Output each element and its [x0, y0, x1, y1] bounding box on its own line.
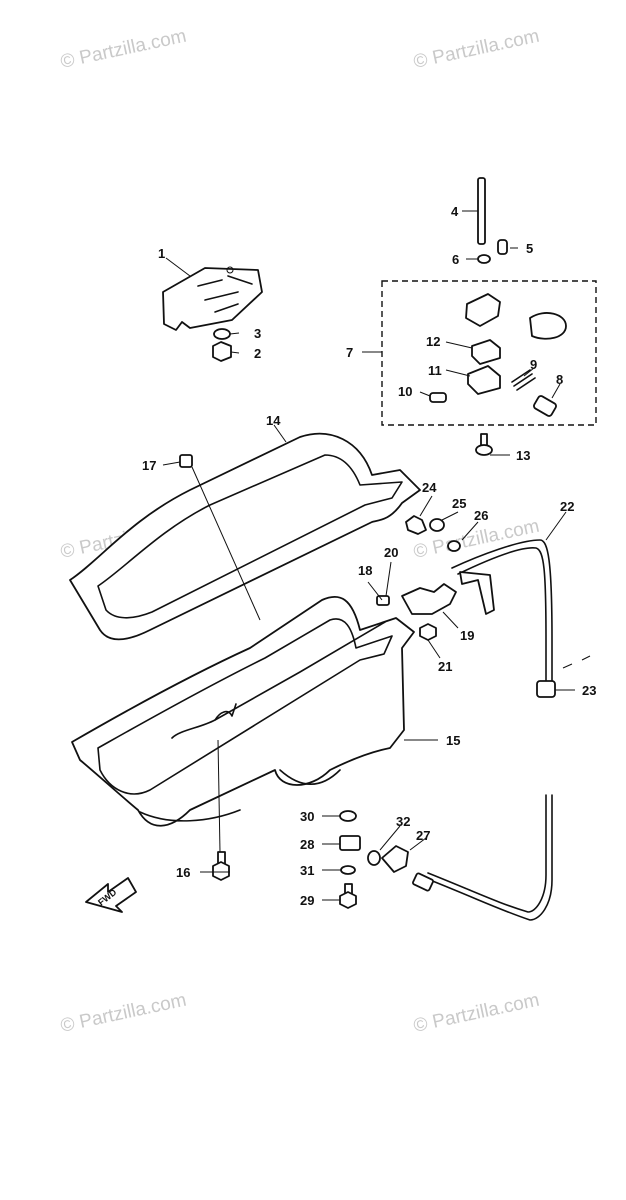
bolt-16-part [212, 851, 230, 881]
callout-22: 22 [560, 499, 574, 514]
callout-27: 27 [416, 828, 430, 843]
hose-22-part [427, 539, 553, 921]
callout-24: 24 [422, 480, 437, 495]
drain-plug-parts [339, 810, 361, 909]
callout-18: 18 [358, 563, 372, 578]
callout-4: 4 [451, 204, 459, 219]
nut-washer-parts [212, 328, 232, 362]
oil-pan-part [71, 595, 415, 827]
bolt-13-part [475, 433, 493, 456]
watermark-bottom-left: © Partzilla.com [59, 990, 189, 1037]
stud-parts [477, 177, 508, 264]
callout-21: 21 [438, 659, 452, 674]
callout-25: 25 [452, 496, 466, 511]
callout-28: 28 [300, 837, 314, 852]
callout-32: 32 [396, 814, 410, 829]
watermark-bottom-right: © Partzilla.com [412, 990, 542, 1037]
oil-pan-gasket-part [69, 432, 421, 641]
callout-14: 14 [266, 413, 281, 428]
callout-17: 17 [142, 458, 156, 473]
watermark-top-left: © Partzilla.com [59, 26, 189, 73]
callout-8: 8 [556, 372, 563, 387]
callout-26: 26 [474, 508, 488, 523]
strainer-assembly-box [381, 280, 597, 426]
callout-20: 20 [384, 545, 398, 560]
callout-12: 12 [426, 334, 440, 349]
callout-2: 2 [254, 346, 261, 361]
callout-31: 31 [300, 863, 314, 878]
clamp-23-part [536, 655, 591, 698]
forward-arrow-icon: FWD [85, 877, 137, 913]
fitting-27-32-parts [367, 845, 434, 892]
callout-6: 6 [452, 252, 459, 267]
watermark-top-right: © Partzilla.com [412, 26, 542, 73]
leader-lines [162, 210, 575, 901]
callout-15: 15 [446, 733, 460, 748]
callout-29: 29 [300, 893, 314, 908]
callout-23: 23 [582, 683, 596, 698]
callout-9: 9 [530, 357, 537, 372]
callout-11: 11 [428, 363, 442, 378]
callout-16: 16 [176, 865, 190, 880]
callout-13: 13 [516, 448, 530, 463]
callout-7: 7 [346, 345, 353, 360]
strainer-assembly-parts [429, 293, 567, 417]
callout-10: 10 [398, 384, 412, 399]
callout-labels: 1 2 3 4 5 6 7 8 9 10 11 12 13 14 15 16 1… [142, 204, 596, 908]
callout-5: 5 [526, 241, 533, 256]
callout-19: 19 [460, 628, 474, 643]
callout-1: 1 [158, 246, 165, 261]
dipstick-18-part [171, 621, 386, 739]
cap-17-part [179, 454, 193, 468]
callout-30: 30 [300, 809, 314, 824]
bracket-19-part [376, 583, 457, 641]
callout-3: 3 [254, 326, 261, 341]
baffle-plate-part [162, 266, 263, 331]
bolt-washer-24-26-parts [405, 515, 461, 552]
